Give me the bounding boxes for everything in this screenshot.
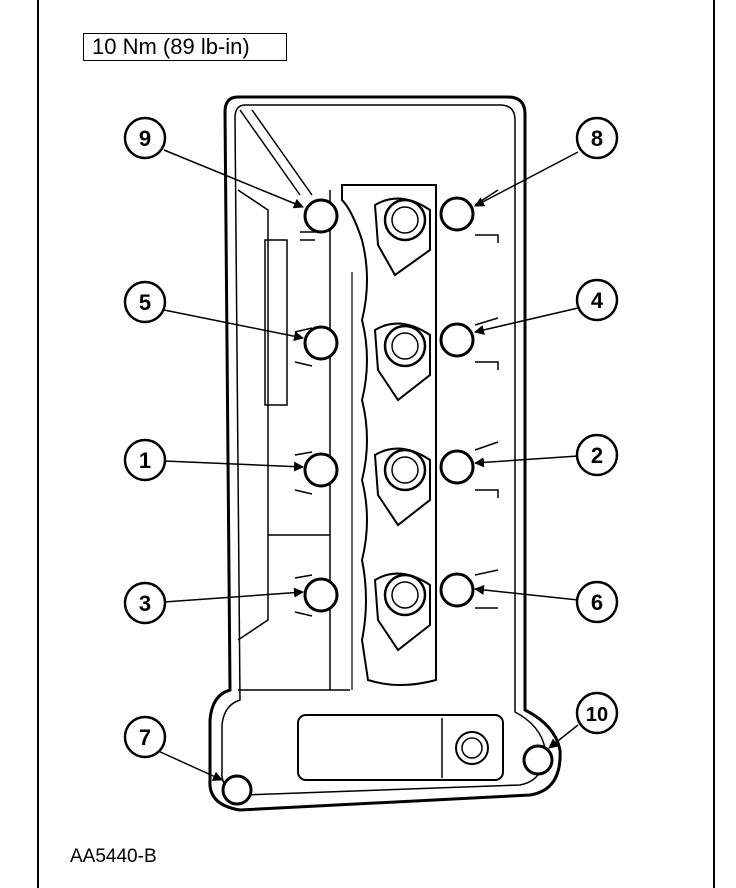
bolt-boss <box>474 317 499 370</box>
coil-tower <box>373 322 431 402</box>
bolt-boss <box>474 441 499 498</box>
callout-9-label: 9 <box>139 126 151 151</box>
callout-3: 3 <box>123 581 167 625</box>
coil-tower <box>373 197 431 277</box>
callout-2-label: 2 <box>591 443 603 468</box>
bolt-6 <box>439 572 475 608</box>
oil-fill-cap-inner <box>461 737 483 759</box>
callout-4-label: 4 <box>591 288 604 313</box>
bolt-2 <box>439 449 475 485</box>
callout-5-label: 5 <box>139 290 151 315</box>
callout-10: 10 <box>575 691 619 735</box>
bolt-boss <box>294 451 313 495</box>
bolt-10 <box>522 744 554 776</box>
callout-6-label: 6 <box>591 590 603 615</box>
bottom-pad <box>297 714 504 781</box>
cover-outer-outline <box>208 95 562 812</box>
callout-7-label: 7 <box>139 725 151 750</box>
torque-spec-label: 10 Nm (89 lb-in) <box>83 33 287 61</box>
leader-arrow-9 <box>163 149 304 209</box>
leader-arrow-3 <box>163 587 304 603</box>
rib-line <box>251 109 313 196</box>
callout-1: 1 <box>123 438 167 482</box>
callout-8: 8 <box>575 116 619 160</box>
coil-tower <box>373 572 431 652</box>
callout-9: 9 <box>123 116 167 160</box>
bolt-boss <box>294 574 313 617</box>
leader-arrow-2 <box>474 455 579 468</box>
left-channel <box>237 189 269 641</box>
bolt-boss <box>474 569 499 609</box>
callout-5: 5 <box>123 280 167 324</box>
leader-arrow-6 <box>474 584 579 601</box>
bolt-8 <box>439 196 475 232</box>
leader-arrow-8 <box>474 151 579 207</box>
leader-arrow-10 <box>548 724 579 749</box>
leader-arrow-4 <box>474 307 579 335</box>
callout-6: 6 <box>575 580 619 624</box>
cover-inner-rim <box>221 104 546 796</box>
coil-well-outline <box>341 184 437 686</box>
bolt-3 <box>303 577 339 613</box>
callout-10-label: 10 <box>586 704 608 726</box>
leader-arrow-7 <box>155 749 223 781</box>
bolt-7 <box>221 774 253 806</box>
figure-id-label: AA5440-B <box>70 846 157 867</box>
bolt-boss <box>474 189 499 243</box>
callout-1-label: 1 <box>139 448 151 473</box>
rib-line <box>239 109 301 196</box>
left-block <box>264 239 288 406</box>
callout-7: 7 <box>123 715 167 759</box>
leader-arrows <box>155 149 579 781</box>
coil-tower <box>373 447 431 527</box>
bolt-1 <box>303 452 339 488</box>
callout-2: 2 <box>575 433 619 477</box>
oil-fill-cap <box>455 731 489 765</box>
callout-4: 4 <box>575 278 619 322</box>
bolt-4 <box>439 322 475 358</box>
callout-8-label: 8 <box>591 126 603 151</box>
bolt-5 <box>303 325 339 361</box>
callout-3-label: 3 <box>139 591 151 616</box>
leader-arrow-1 <box>163 460 304 472</box>
bolt-holes <box>221 196 554 806</box>
bolt-9 <box>303 198 339 234</box>
bolt-boss <box>300 231 320 241</box>
leader-arrow-5 <box>163 309 304 342</box>
